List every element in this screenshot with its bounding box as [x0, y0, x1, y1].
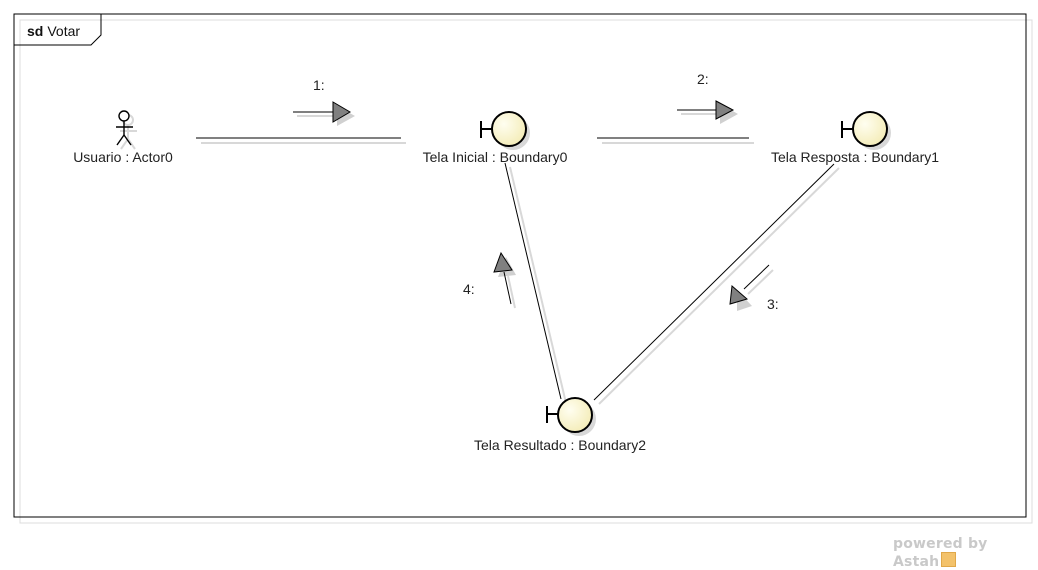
astah-logo-icon: [941, 552, 957, 567]
boundary-tela-resposta[interactable]: Tela Resposta : Boundary1: [771, 111, 939, 165]
boundary2-label: Tela Resultado : Boundary2: [474, 437, 646, 453]
astah-watermark: powered by Astah: [893, 536, 1038, 570]
message-2-arrow[interactable]: [677, 100, 738, 124]
message-1-arrow[interactable]: [293, 101, 355, 126]
frame: [13, 13, 1027, 518]
boundary0-label: Tela Inicial : Boundary0: [423, 149, 568, 165]
boundary-tela-inicial[interactable]: Tela Inicial : Boundary0: [423, 111, 568, 165]
boundary1-label: Tela Resposta : Boundary1: [771, 149, 939, 165]
link-actor-b0[interactable]: [196, 137, 406, 144]
frame-tab: [13, 14, 102, 46]
message-3-label: 3:: [767, 296, 779, 312]
watermark-text: powered by Astah: [893, 536, 988, 570]
link-b1-b2[interactable]: [593, 163, 840, 405]
frame-keyword: sd: [27, 23, 43, 39]
boundary-icon: [841, 111, 891, 150]
boundary-icon: [546, 397, 596, 436]
message-3-arrow[interactable]: [729, 264, 774, 311]
actor-usuario[interactable]: Usuario : Actor0: [73, 110, 173, 165]
message-1-label: 1:: [313, 77, 325, 93]
message-4-label: 4:: [463, 281, 475, 297]
frame-name: Votar: [47, 23, 80, 39]
boundary-icon: [480, 111, 530, 150]
actor-icon: [116, 110, 133, 146]
message-2-label: 2:: [697, 71, 709, 87]
link-b0-b2[interactable]: [504, 162, 567, 404]
actor-label: Usuario : Actor0: [73, 149, 173, 165]
message-4-arrow[interactable]: [493, 251, 516, 309]
boundary-tela-resultado[interactable]: Tela Resultado : Boundary2: [474, 397, 646, 453]
link-b0-b1[interactable]: [597, 137, 754, 144]
frame-shadow: [19, 19, 1033, 524]
